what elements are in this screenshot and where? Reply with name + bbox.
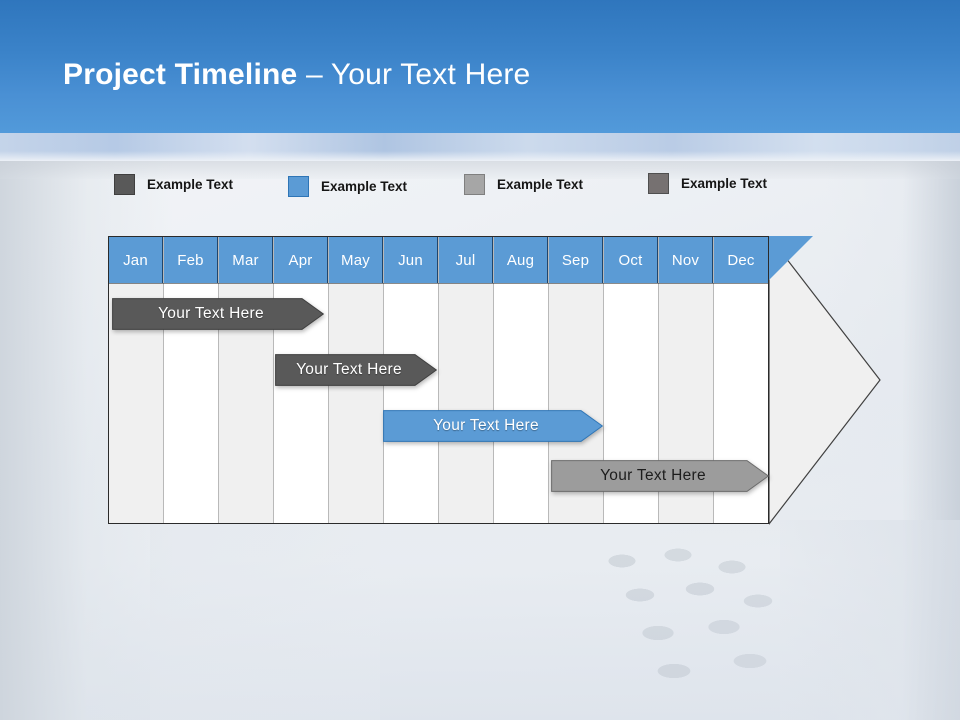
timeline-task-bar-1[interactable]: Your Text Here: [112, 298, 324, 330]
legend-swatch-icon-1: [114, 173, 135, 195]
header-underline: [109, 283, 770, 284]
timeline-column-jun: Jun: [384, 237, 439, 523]
legend: Example Text Example Text Example Text Exam…: [0, 165, 960, 199]
background-cobblestones: [600, 545, 900, 705]
month-header-apr[interactable]: Apr: [274, 237, 328, 283]
month-header-dec[interactable]: Dec: [714, 237, 768, 283]
month-header-nov[interactable]: Nov: [659, 237, 713, 283]
timeline-task-bar-3[interactable]: Your Text Here: [383, 410, 603, 442]
timeline-column-mar: Mar: [219, 237, 274, 523]
month-header-mar[interactable]: Mar: [219, 237, 273, 283]
task-bar-label-3: Your Text Here: [433, 417, 539, 434]
month-header-aug[interactable]: Aug: [494, 237, 548, 283]
timeline-column-dec: Dec: [714, 237, 768, 523]
task-bar-label-2: Your Text Here: [296, 361, 402, 378]
timeline-column-aug: Aug: [494, 237, 549, 523]
task-bar-shape-1: [112, 298, 324, 330]
task-bar-shape-2: [275, 354, 437, 386]
task-bar-label-1: Your Text Here: [158, 305, 264, 322]
background-photo-strip: [0, 133, 960, 161]
month-header-oct[interactable]: Oct: [604, 237, 658, 283]
legend-label-4: Example Text: [681, 175, 768, 191]
legend-item-3[interactable]: Example Text: [464, 169, 583, 199]
month-header-feb[interactable]: Feb: [164, 237, 218, 283]
legend-label-3: Example Text: [497, 176, 584, 192]
page-title: Project Timeline – Your Text Here: [63, 60, 530, 90]
timeline-column-jan: Jan: [109, 237, 164, 523]
timeline-task-bar-4[interactable]: Your Text Here: [551, 460, 769, 492]
task-bar-shape-3: [383, 410, 603, 442]
background-wall-right: [780, 520, 960, 720]
background-wall-left: [150, 520, 380, 720]
month-header-may[interactable]: May: [329, 237, 383, 283]
legend-label-2: Example Text: [321, 178, 408, 194]
month-header-jan[interactable]: Jan: [109, 237, 163, 283]
legend-swatch-icon-2: [288, 175, 309, 197]
background-shadow-strip: [0, 161, 960, 179]
timeline-column-oct: Oct: [604, 237, 659, 523]
task-bar-shape-4: [551, 460, 769, 492]
title-band: [0, 0, 960, 133]
legend-item-4[interactable]: Example Text: [648, 168, 767, 198]
page-title-bold: Project Timeline: [63, 58, 298, 91]
month-header-sep[interactable]: Sep: [549, 237, 603, 283]
timeline-column-feb: Feb: [164, 237, 219, 523]
task-bar-label-4: Your Text Here: [600, 467, 706, 484]
legend-swatch-icon-3: [464, 173, 485, 195]
timeline-arrow-head: [769, 236, 881, 525]
legend-item-2[interactable]: Example Text: [288, 171, 407, 201]
legend-swatch-icon-4: [648, 172, 669, 194]
page-title-rest: – Your Text Here: [297, 58, 531, 91]
legend-item-1[interactable]: Example Text: [114, 169, 233, 199]
month-header-jul[interactable]: Jul: [439, 237, 493, 283]
legend-label-1: Example Text: [147, 176, 234, 192]
timeline-task-bar-2[interactable]: Your Text Here: [275, 354, 437, 386]
month-header-jun[interactable]: Jun: [384, 237, 438, 283]
timeline-column-jul: Jul: [439, 237, 494, 523]
